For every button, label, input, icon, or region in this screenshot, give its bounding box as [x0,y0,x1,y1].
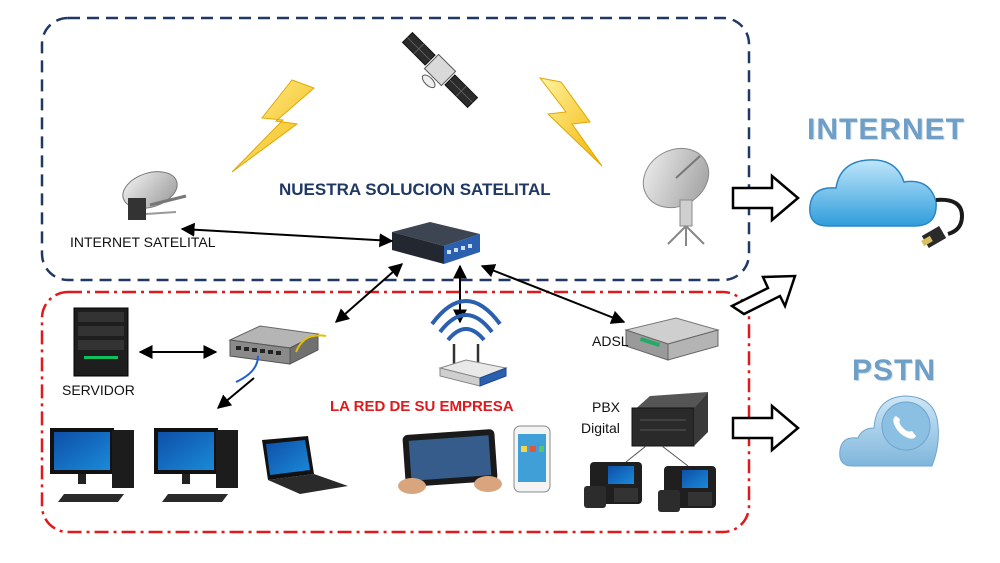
pbx-icon [631,392,708,447]
server-icon [73,307,129,377]
label-adsl: ADSL [592,333,629,349]
lightning-icon [538,77,603,167]
ip-phone-icon [584,462,642,508]
ethernet-cable-icon [921,197,965,249]
router-icon [392,222,480,264]
pstn-label: PSTN [852,354,937,387]
label-pbx: PBX [592,399,621,415]
satellite-icon [401,31,479,109]
outbound-arrows [729,173,800,453]
satellite-dish-icon [642,147,710,246]
laptop-icon [262,436,348,494]
adsl-modem-icon [624,317,720,361]
tablet-icon [398,429,502,494]
network-switch-icon [228,325,327,383]
satellite-zone-title: NUESTRA SOLUCION SATELITAL [279,180,551,199]
label-internet-satelital: INTERNET SATELITAL [70,234,216,250]
vsat-dish-icon [122,171,187,220]
label-pbx-digital: Digital [581,420,620,436]
phone-cables [625,445,689,467]
phone-cloud-icon [839,395,939,467]
internet-label: INTERNET [807,113,965,146]
ip-phone-icon [658,466,716,512]
cloud-icon [809,159,937,227]
label-servidor: SERVIDOR [62,382,135,398]
desktop-pc-icon [154,428,238,502]
lightning-icon [231,79,315,173]
wifi-router-icon [430,299,508,387]
connection-arrows [138,222,626,409]
smartphone-icon [513,425,551,493]
desktop-pc-icon [50,428,134,502]
company-zone-title: LA RED DE SU EMPRESA [330,398,514,415]
